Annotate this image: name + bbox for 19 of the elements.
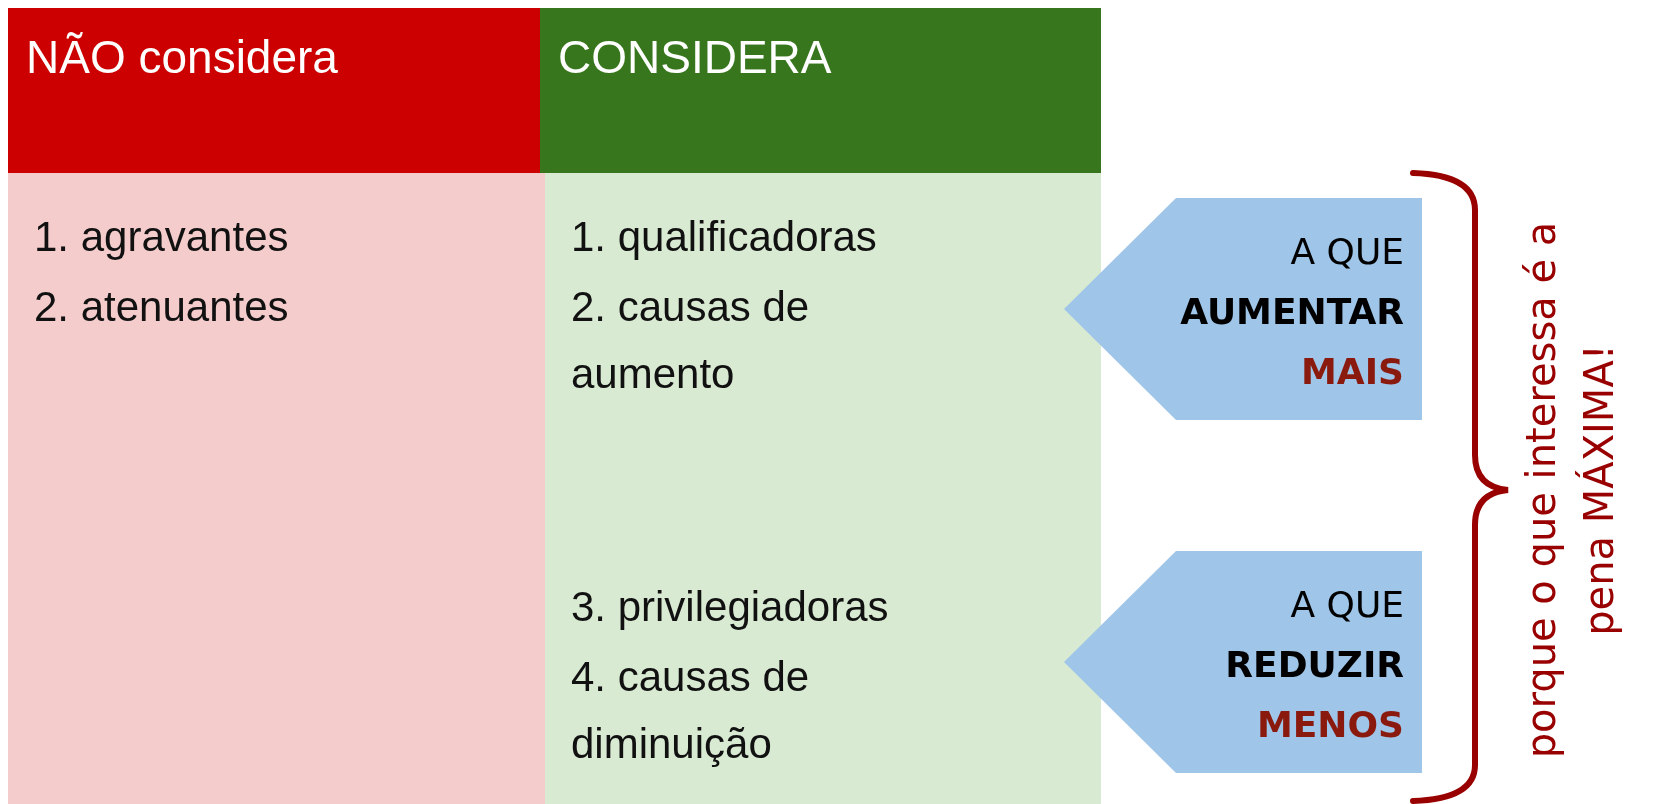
- callout-text: AUMENTAR: [1180, 292, 1404, 332]
- column-header: [8, 8, 540, 173]
- list-item: 1. qualificadoras: [571, 212, 878, 262]
- list-item: 1. agravantes: [34, 212, 290, 262]
- list-item: 2. causas de aumento: [571, 282, 811, 400]
- callout-text: REDUZIR: [1225, 645, 1404, 685]
- list-item: 4. causas de diminuição: [571, 652, 811, 770]
- list-item: 2. atenuantes: [34, 282, 290, 332]
- header-text: NÃO considera: [26, 30, 338, 84]
- callout-text: MENOS: [1256, 705, 1404, 745]
- header-text: CONSIDERA: [558, 30, 832, 84]
- callout-text: A QUE: [1290, 585, 1404, 625]
- column-body: [545, 173, 1101, 804]
- callout-text: MAIS: [1301, 352, 1404, 392]
- column-body: [8, 173, 545, 804]
- callout-text: A QUE: [1290, 232, 1404, 272]
- column-header: [540, 8, 1101, 173]
- vertical-note: porque o que interessa é a pena MÁXIMA!: [1517, 220, 1623, 761]
- list-item: 3. privilegiadoras: [571, 582, 890, 632]
